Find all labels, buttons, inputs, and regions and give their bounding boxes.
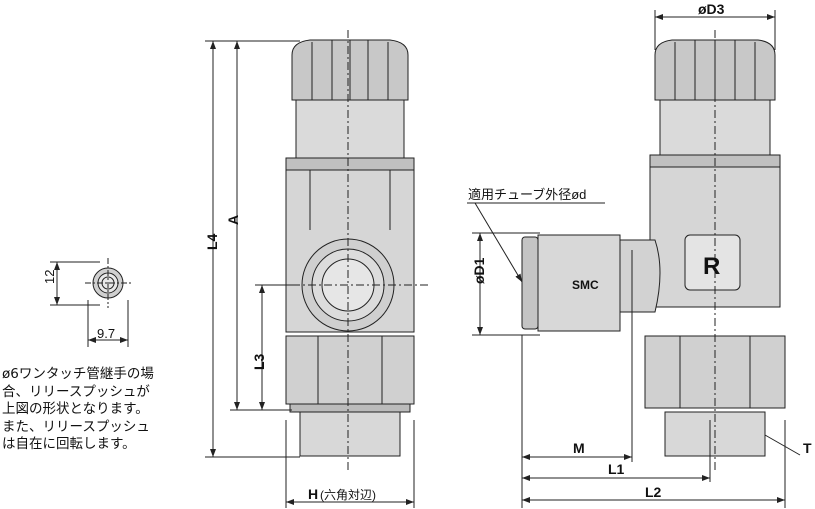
note-line: また、リリースプッシュ bbox=[2, 418, 150, 435]
dim-H-label: H bbox=[308, 486, 318, 502]
dim-9-7-label: 9.7 bbox=[97, 326, 115, 341]
front-view-fitting bbox=[205, 30, 430, 508]
dim-L4-label: L4 bbox=[204, 233, 220, 250]
dim-D1-label: øD1 bbox=[471, 257, 487, 284]
note-line: 上図の形状となります。 bbox=[2, 401, 149, 417]
dim-H-note: (六角対辺) bbox=[320, 488, 376, 502]
dim-12-label: 12 bbox=[42, 270, 57, 284]
dim-L2-label: L2 bbox=[645, 484, 662, 500]
smc-logo: SMC bbox=[572, 278, 599, 292]
tube-od-label: 適用チューブ外径ød bbox=[468, 187, 586, 202]
dim-L1-label: L1 bbox=[608, 461, 625, 477]
dim-D3-label: øD3 bbox=[698, 1, 725, 17]
note-line: 合、リリースプッシュが bbox=[2, 383, 150, 400]
note-line: ø6ワンタッチ管継手の場 bbox=[2, 366, 154, 382]
dim-A-label: A bbox=[225, 215, 241, 225]
dim-L3-label: L3 bbox=[251, 353, 267, 370]
note-line: は自在に回転します。 bbox=[2, 436, 136, 452]
rotation-note: ø6ワンタッチ管継手の場 合、リリースプッシュが 上図の形状となります。 また、… bbox=[2, 366, 154, 454]
right-view-fitting bbox=[467, 10, 801, 508]
dim-T-label: T bbox=[803, 440, 812, 456]
side-view-fitting bbox=[50, 258, 131, 347]
r-badge: R bbox=[703, 253, 720, 280]
dim-M-label: M bbox=[573, 440, 585, 456]
